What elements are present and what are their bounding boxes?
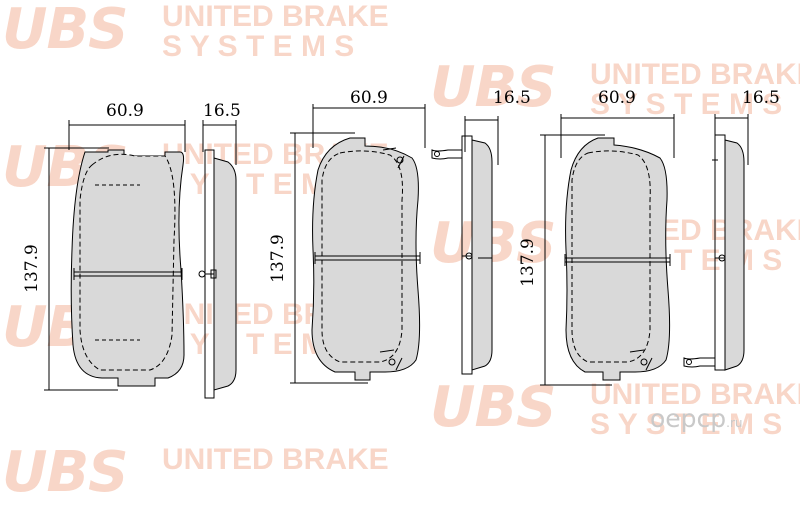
watermark-line1: UNITED BRAKE [590, 58, 800, 91]
pad3-thickness-label: 16.5 [742, 88, 780, 108]
brand-suffix: .ru [726, 416, 743, 430]
pad3-front-view [540, 114, 675, 386]
watermark-logo: UBS [2, 0, 128, 62]
pad2-width-label: 60.9 [350, 88, 388, 108]
pad1-thickness-label: 16.5 [203, 101, 241, 121]
pad3-height-label: 137.9 [517, 238, 538, 287]
watermark-logo: UBS [430, 375, 556, 440]
pad2-thickness-label: 16.5 [493, 88, 531, 108]
watermark-line1: UNITED BRAKE [590, 378, 800, 411]
watermark-logo: UBS [430, 55, 556, 120]
watermark-line2: S Y S T E M S [590, 408, 783, 441]
watermark-line2: S Y S T E M S [162, 30, 355, 63]
pad1-height-label: 137.9 [21, 244, 42, 293]
pad2-height-label: 137.9 [267, 234, 288, 283]
brand-name: oepcp [650, 404, 727, 433]
watermark-logo: UBS [430, 211, 556, 276]
oepcp-brand-mark: oepcp.ru [650, 404, 743, 433]
brake-pad-drawing [44, 104, 749, 399]
watermark-line1: UNITED BRAKE [162, 0, 389, 33]
pad2-front-view [290, 104, 426, 384]
pad1-front-view [44, 120, 186, 391]
watermark-line1: UNITED BRAKE [162, 443, 389, 476]
pad3-width-label: 60.9 [598, 88, 636, 108]
pad1-width-label: 60.9 [106, 101, 144, 121]
pad1-side-view [198, 120, 237, 399]
pad3-side-view [683, 114, 749, 371]
pad2-side-view [431, 116, 499, 375]
watermark-line2: S Y S T E M S [590, 88, 783, 121]
